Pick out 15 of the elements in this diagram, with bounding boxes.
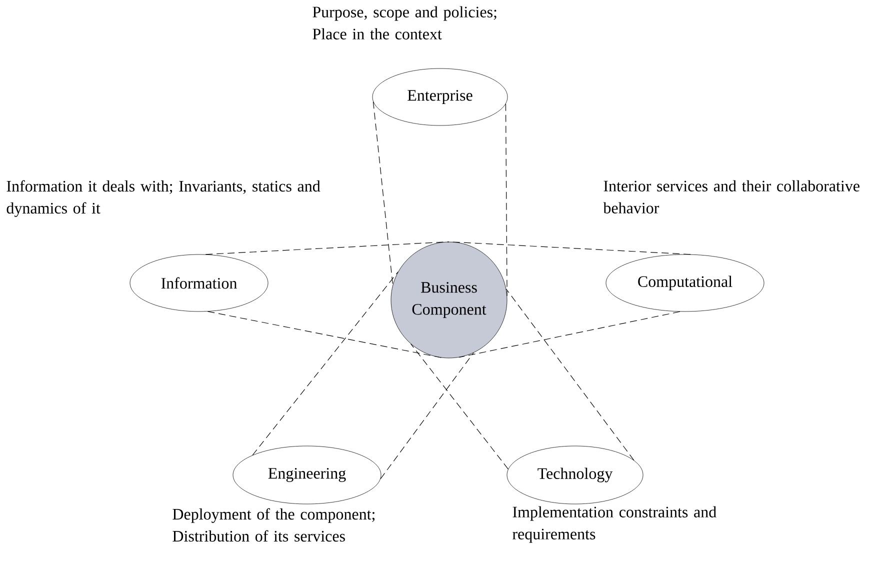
dashed-line <box>252 271 398 456</box>
viewpoint-description: Interior services and their collaborative behavior <box>603 180 860 214</box>
dashed-line <box>372 101 394 286</box>
viewpoint-description: Deployment of the component; Distribution of its services <box>172 508 374 542</box>
viewpoint-description: Implementation constraints and requirements <box>512 506 716 543</box>
dashed-line <box>506 288 634 461</box>
dashed-line <box>448 242 691 255</box>
dashed-line <box>505 104 508 296</box>
viewpoint-description: Information it deals with; Invariants, statics and dynamics of it <box>6 180 320 217</box>
dashed-line <box>205 242 450 255</box>
dashed-line <box>458 311 680 358</box>
dashed-line <box>207 311 442 358</box>
dashed-line <box>380 352 474 480</box>
viewpoint-description: Purpose, scope and policies; Place in the context <box>312 6 496 40</box>
dashed-line <box>410 344 508 470</box>
